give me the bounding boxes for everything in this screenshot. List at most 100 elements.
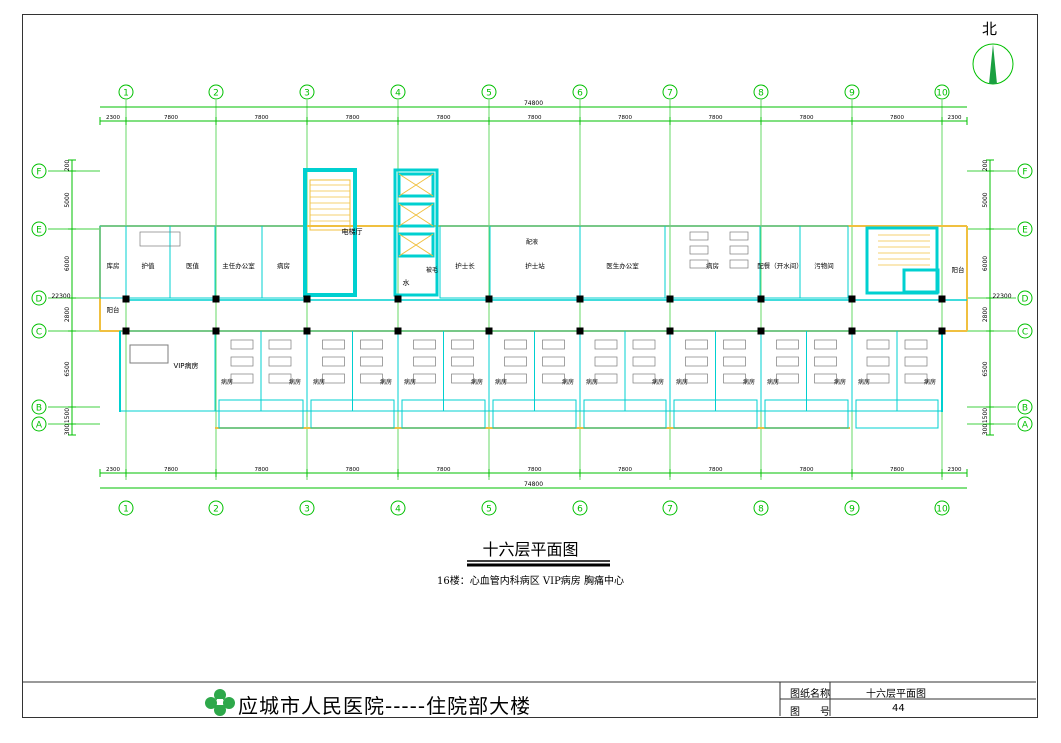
bottom-overall-dim: 74800: [524, 481, 543, 488]
right-row-letter: B: [1022, 404, 1028, 414]
top-axis-number: 3: [304, 89, 310, 99]
elevator-shaft: [393, 168, 439, 297]
ward-bed: [542, 373, 565, 384]
elevator-diag: [398, 233, 434, 257]
bottom-bay-dim: 2300: [948, 467, 962, 473]
north-room: [261, 225, 306, 299]
north-ward-bed: [729, 231, 749, 241]
ward-label-right: 病房: [380, 378, 392, 386]
column: [303, 327, 311, 335]
bottom-axis-bubble: [662, 500, 678, 516]
ward-label-left: 病房: [313, 378, 325, 386]
right-row-letter: D: [1022, 295, 1029, 305]
ward-bed: [322, 356, 345, 367]
top-axis-bubble: [572, 84, 588, 100]
ward-bed: [230, 373, 254, 384]
column: [848, 295, 856, 303]
ward-label-left: 病房: [495, 378, 507, 386]
elevator-car: [397, 172, 435, 198]
left-row-bubble: [31, 221, 47, 237]
top-axis-number: 6: [577, 89, 583, 99]
right-row-bubble: [1017, 290, 1033, 306]
left-vertical-dim: 300: [64, 424, 71, 436]
ward-bed: [814, 339, 837, 350]
column: [576, 327, 584, 335]
bottom-bay-dim: 7800: [255, 467, 269, 473]
north-room-label-pantry: 配餐（开水间）: [757, 261, 803, 270]
top-bay-dim: 7800: [528, 115, 542, 121]
ward-label-left: 病房: [221, 378, 233, 386]
right-row-bubble: [1017, 323, 1033, 339]
hospital-logo-icon: [205, 689, 235, 716]
column: [666, 327, 674, 335]
north-room-label-dirty: 污物间: [814, 261, 834, 270]
balcony-label-east: 阳台: [952, 265, 965, 274]
top-axis-bubble: [844, 84, 860, 100]
left-row-bubble: [31, 399, 47, 415]
ward-label-right: 病房: [471, 378, 483, 386]
top-axis-number: 8: [758, 89, 764, 99]
ward-bed: [413, 339, 436, 350]
left-row-bubble: [31, 163, 47, 179]
north-room-label-nurse_duty: 护值: [142, 261, 156, 270]
right-vertical-dim: 5000: [982, 192, 989, 207]
bottom-axis-number: 2: [213, 505, 219, 515]
bottom-axis-number: 7: [667, 505, 673, 515]
ward-label-left: 病房: [404, 378, 416, 386]
vip-sofa: [129, 344, 169, 364]
title-block-no-label: 图 号: [790, 707, 830, 718]
ward-label-right: 病房: [743, 378, 755, 386]
sheet-border: [22, 14, 1038, 718]
ward-bed: [776, 373, 799, 384]
north-ward-bed: [689, 259, 709, 269]
right-vertical-dim: 1500: [982, 408, 989, 423]
top-axis-number: 7: [667, 89, 673, 99]
ward-bed: [504, 356, 527, 367]
column: [666, 295, 674, 303]
ward-bed: [542, 339, 565, 350]
bottom-bay-dim: 7800: [437, 467, 451, 473]
column: [394, 327, 402, 335]
column: [485, 295, 493, 303]
north-room-label-ward: 病房: [277, 261, 290, 270]
ward-bed: [504, 373, 527, 384]
right-row-letter: C: [1022, 328, 1028, 338]
ward-bed: [632, 373, 656, 384]
top-bay-dim: 7800: [800, 115, 814, 121]
ward-bed: [360, 356, 383, 367]
top-bay-dim: 7800: [164, 115, 178, 121]
vip-room: [119, 330, 216, 412]
column: [576, 295, 584, 303]
right-row-bubble: [1017, 163, 1033, 179]
ward-bed: [268, 339, 292, 350]
north-room-label-head_nurse: 护士长: [455, 261, 475, 270]
bottom-bay-dim: 7800: [890, 467, 904, 473]
bottom-axis-bubble: [390, 500, 406, 516]
north-ward-bed: [729, 245, 749, 255]
top-bay-dim: 7800: [346, 115, 360, 121]
ward-bed: [685, 373, 708, 384]
ward-bed: [723, 356, 746, 367]
top-axis-bubble: [934, 84, 950, 100]
ward-bed: [685, 356, 708, 367]
top-bay-dim: 7800: [437, 115, 451, 121]
ward-bed: [904, 356, 928, 367]
ward-bed: [866, 339, 890, 350]
top-bay-dim: 7800: [618, 115, 632, 121]
ward-bed: [413, 373, 436, 384]
column: [212, 327, 220, 335]
left-row-letter: A: [36, 421, 43, 431]
bottom-axis-bubble: [844, 500, 860, 516]
ward-bed: [594, 339, 618, 350]
elevator-car: [397, 202, 435, 228]
bottom-axis-number: 6: [577, 505, 583, 515]
north-room-label-ward: 病房: [706, 261, 719, 270]
top-axis-bubble: [390, 84, 406, 100]
top-axis-number: 9: [849, 89, 855, 99]
top-axis-bubble: [662, 84, 678, 100]
right-row-bubble: [1017, 399, 1033, 415]
right-total-dim: 22300: [992, 293, 1011, 300]
north-room-label-doctor_duty: 医值: [186, 261, 200, 270]
bottom-bay-dim: 7800: [709, 467, 723, 473]
north-room-label-director_office: 主任办公室: [222, 261, 255, 270]
